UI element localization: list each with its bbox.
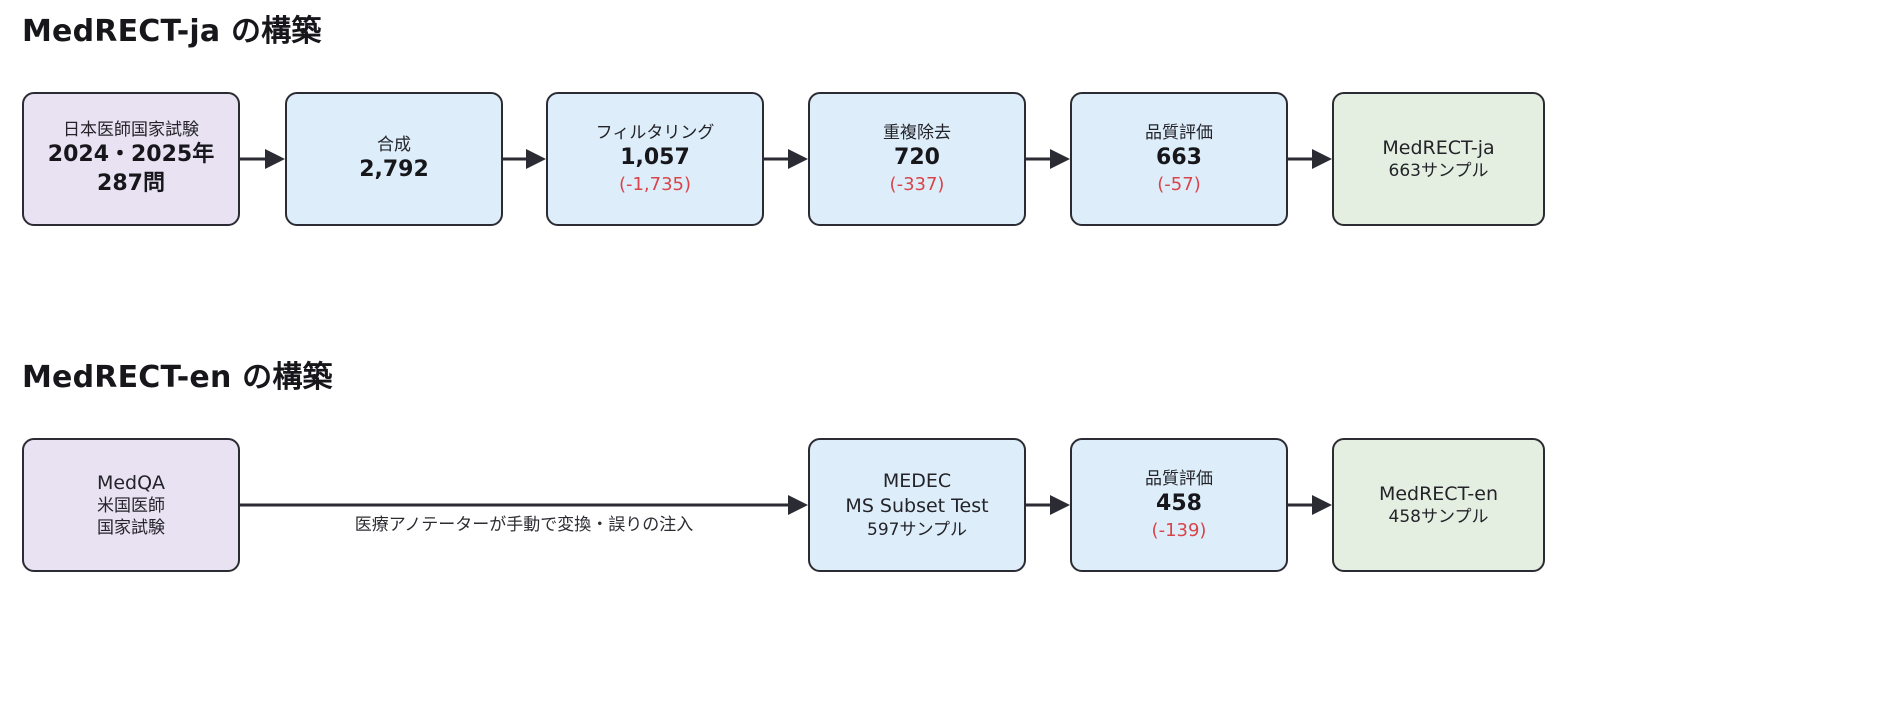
arrow-quality-to-result-icon bbox=[1288, 438, 1332, 572]
arrow-dedup-to-quality-icon bbox=[1026, 92, 1070, 226]
node-source-exam-line-1: 日本医師国家試験 bbox=[63, 120, 199, 141]
node-quality-assessment-line-1: 品質評価 bbox=[1145, 122, 1213, 143]
node-source-medqa-line-1: MedQA bbox=[96, 471, 166, 494]
arrow-source-to-synthesis-icon bbox=[240, 92, 285, 226]
node-quality-assessment-line-2: 663 bbox=[1156, 145, 1202, 171]
node-filtering-line-3: (-1,735) bbox=[618, 173, 692, 195]
arrow-synthesis-to-filtering-icon bbox=[503, 92, 546, 226]
node-source-exam-line-3: 287問 bbox=[97, 171, 165, 197]
node-medec-subset-line-1: MEDEC bbox=[882, 470, 952, 493]
node-synthesis-line-1: 合成 bbox=[377, 134, 411, 155]
node-source-exam-line-2: 2024・2025年 bbox=[47, 142, 215, 168]
connector-manual-annotation bbox=[240, 438, 808, 572]
node-deduplication-line-3: (-337) bbox=[889, 173, 945, 195]
node-quality-assessment-line-3: (-139) bbox=[1151, 519, 1207, 541]
node-synthesis-line-2: 2,792 bbox=[359, 156, 429, 182]
node-result-medrect-ja-line-2: 663サンプル bbox=[1388, 161, 1489, 182]
node-quality-assessment-line-1: 品質評価 bbox=[1145, 468, 1213, 489]
section-title-medrect-ja: MedRECT-ja の構築 bbox=[22, 14, 322, 49]
arrow-filtering-to-dedup-icon bbox=[764, 92, 808, 226]
node-deduplication-line-2: 720 bbox=[894, 145, 940, 171]
node-medec-subset-line-2: MS Subset Test bbox=[845, 494, 989, 517]
node-source-medqa-line-3: 国家試験 bbox=[97, 518, 165, 539]
node-medec-subset-line-3: 597サンプル bbox=[867, 519, 967, 540]
arrow-medec-to-quality-icon bbox=[1026, 438, 1070, 572]
node-filtering-line-1: フィルタリング bbox=[595, 122, 715, 143]
connector-manual-annotation-label: 医療アノテーターが手動で変換・誤りの注入 bbox=[354, 515, 694, 535]
node-source-medqa-line-2: 米国医師 bbox=[97, 496, 165, 517]
node-quality-assessment-line-3: (-57) bbox=[1157, 173, 1201, 195]
node-filtering-line-2: 1,057 bbox=[620, 145, 690, 171]
section-title-medrect-en: MedRECT-en の構築 bbox=[22, 360, 333, 395]
node-result-medrect-en-line-1: MedRECT-en bbox=[1378, 482, 1499, 505]
node-quality-assessment-line-2: 458 bbox=[1156, 491, 1202, 517]
node-deduplication-line-1: 重複除去 bbox=[883, 122, 951, 143]
node-result-medrect-en-line-2: 458サンプル bbox=[1388, 507, 1489, 528]
node-result-medrect-ja-line-1: MedRECT-ja bbox=[1382, 136, 1495, 159]
arrow-quality-to-result-icon bbox=[1288, 92, 1332, 226]
